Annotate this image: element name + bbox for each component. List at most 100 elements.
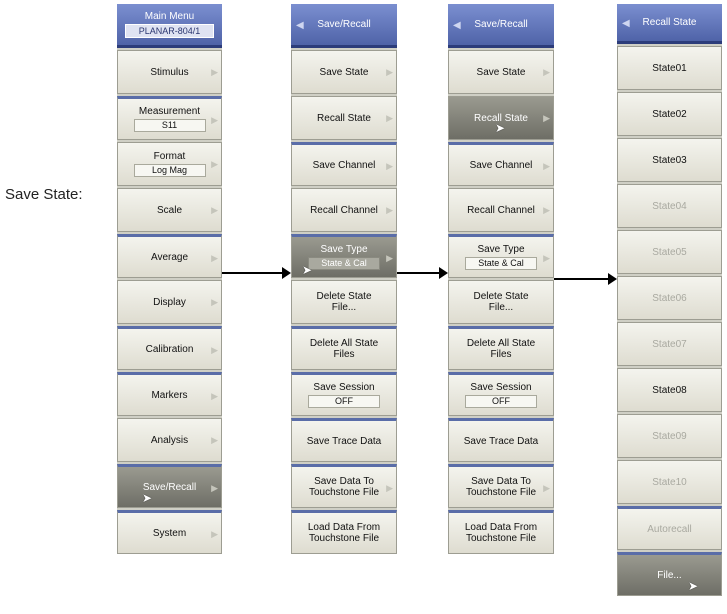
state02-button[interactable]: State02 — [617, 92, 722, 136]
button-label: Format — [153, 151, 186, 162]
submenu-arrow-icon: ▶ — [386, 161, 393, 171]
delete-state-file-button[interactable]: Delete State File... — [291, 280, 397, 324]
save-session-value: OFF — [465, 395, 537, 408]
stimulus-button[interactable]: Stimulus ▶ — [117, 50, 222, 94]
button-label: Display — [153, 296, 186, 308]
button-label: Save/Recall — [142, 481, 197, 493]
back-arrow-icon[interactable]: ◀ — [622, 18, 630, 29]
save-type-button[interactable]: Save Type State & Cal ▶ — [448, 234, 554, 278]
submenu-arrow-icon: ▶ — [386, 253, 393, 263]
panel-title: Recall State — [642, 17, 697, 28]
submenu-arrow-icon: ▶ — [543, 67, 550, 77]
display-button[interactable]: Display ▶ — [117, 280, 222, 324]
panel-title: Save/Recall — [474, 19, 528, 30]
state04-button: State04 — [617, 184, 722, 228]
button-label: Calibration — [145, 343, 194, 355]
button-label: State07 — [652, 338, 687, 350]
save-type-button[interactable]: Save Type State & Cal ▶ ➤ — [291, 234, 397, 278]
recall-state-button[interactable]: Recall State ▶ — [291, 96, 397, 140]
button-label: State04 — [652, 200, 687, 212]
delete-all-state-files-button[interactable]: Delete All State Files — [448, 326, 554, 370]
state01-button[interactable]: State01 — [617, 46, 722, 90]
button-label: Recall Channel — [310, 204, 378, 216]
state05-button: State05 — [617, 230, 722, 274]
scale-button[interactable]: Scale ▶ — [117, 188, 222, 232]
submenu-arrow-icon: ▶ — [386, 205, 393, 215]
save-recall-panel-2: ◀ Save/Recall Save State ▶ Recall State … — [448, 4, 554, 554]
back-arrow-icon[interactable]: ◀ — [453, 20, 461, 31]
submenu-arrow-icon: ▶ — [543, 113, 550, 123]
save-recall-header[interactable]: ◀ Save/Recall — [291, 4, 397, 48]
save-state-caption: Save State: — [5, 186, 83, 203]
main-menu-header: Main Menu PLANAR-804/1 — [117, 4, 222, 48]
delete-all-state-files-button[interactable]: Delete All State Files — [291, 326, 397, 370]
state08-button[interactable]: State08 — [617, 368, 722, 412]
mouse-pointer-icon: ➤ — [495, 121, 506, 135]
back-arrow-icon[interactable]: ◀ — [296, 20, 304, 31]
recall-channel-button[interactable]: Recall Channel ▶ — [448, 188, 554, 232]
save-state-button[interactable]: Save State ▶ — [448, 50, 554, 94]
submenu-arrow-icon: ▶ — [386, 483, 393, 493]
save-type-value: State & Cal — [465, 257, 537, 270]
state03-button[interactable]: State03 — [617, 138, 722, 182]
calibration-button[interactable]: Calibration ▶ — [117, 326, 222, 370]
save-type-value: State & Cal — [308, 257, 380, 270]
save-trace-data-button[interactable]: Save Trace Data — [291, 418, 397, 462]
button-label: Save Session — [470, 382, 532, 393]
device-name: PLANAR-804/1 — [125, 24, 214, 38]
button-label: Analysis — [150, 434, 189, 446]
save-recall-header[interactable]: ◀ Save/Recall — [448, 4, 554, 48]
system-button[interactable]: System ▶ — [117, 510, 222, 554]
button-label: Delete State File... — [473, 291, 529, 313]
save-data-touchstone-button[interactable]: Save Data To Touchstone File ▶ — [291, 464, 397, 508]
load-data-touchstone-button[interactable]: Load Data From Touchstone File — [291, 510, 397, 554]
format-value: Log Mag — [133, 164, 206, 177]
submenu-arrow-icon: ▶ — [211, 391, 218, 401]
button-label: Delete State File... — [316, 291, 372, 313]
button-label: Save Data To Touchstone File — [465, 476, 537, 498]
save-state-button[interactable]: Save State ▶ — [291, 50, 397, 94]
save-channel-button[interactable]: Save Channel ▶ — [291, 142, 397, 186]
button-label: Load Data From Touchstone File — [307, 522, 381, 544]
mouse-pointer-icon: ➤ — [142, 491, 153, 505]
submenu-arrow-icon: ▶ — [386, 67, 393, 77]
button-label: State08 — [652, 384, 687, 396]
save-data-touchstone-button[interactable]: Save Data To Touchstone File ▶ — [448, 464, 554, 508]
recall-channel-button[interactable]: Recall Channel ▶ — [291, 188, 397, 232]
button-label: Autorecall — [647, 523, 692, 535]
save-trace-data-button[interactable]: Save Trace Data — [448, 418, 554, 462]
button-label: Save Type — [320, 244, 368, 255]
load-data-touchstone-button[interactable]: Load Data From Touchstone File — [448, 510, 554, 554]
button-label: Save Trace Data — [306, 435, 382, 447]
submenu-arrow-icon: ▶ — [211, 67, 218, 77]
submenu-arrow-icon: ▶ — [211, 159, 218, 169]
analysis-button[interactable]: Analysis ▶ — [117, 418, 222, 462]
save-recall-button[interactable]: Save/Recall ▶ ➤ — [117, 464, 222, 508]
autorecall-button: Autorecall — [617, 506, 722, 550]
save-session-button[interactable]: Save Session OFF — [291, 372, 397, 416]
delete-state-file-button[interactable]: Delete State File... — [448, 280, 554, 324]
save-session-button[interactable]: Save Session OFF — [448, 372, 554, 416]
format-button[interactable]: Format Log Mag ▶ — [117, 142, 222, 186]
recall-state-button[interactable]: Recall State ▶ ➤ — [448, 96, 554, 140]
button-label: State10 — [652, 476, 687, 488]
average-button[interactable]: Average ▶ — [117, 234, 222, 278]
button-label: Load Data From Touchstone File — [464, 522, 538, 544]
recall-state-header[interactable]: ◀ Recall State — [617, 4, 722, 44]
submenu-arrow-icon: ▶ — [211, 483, 218, 493]
submenu-arrow-icon: ▶ — [543, 483, 550, 493]
button-label: Delete All State Files — [309, 338, 379, 360]
markers-button[interactable]: Markers ▶ — [117, 372, 222, 416]
state06-button: State06 — [617, 276, 722, 320]
submenu-arrow-icon: ▶ — [211, 115, 218, 125]
file-button[interactable]: File... ➤ — [617, 552, 722, 596]
right-arrow-icon — [397, 267, 448, 279]
button-label: State01 — [652, 62, 687, 74]
save-channel-button[interactable]: Save Channel ▶ — [448, 142, 554, 186]
button-label: Save Channel — [312, 159, 376, 171]
button-label: Recall State — [474, 112, 528, 124]
main-menu-panel: Main Menu PLANAR-804/1 Stimulus ▶ Measur… — [117, 4, 222, 554]
button-label: Save Type — [477, 244, 525, 255]
measurement-button[interactable]: Measurement S11 ▶ — [117, 96, 222, 140]
panel-title: Save/Recall — [317, 19, 371, 30]
